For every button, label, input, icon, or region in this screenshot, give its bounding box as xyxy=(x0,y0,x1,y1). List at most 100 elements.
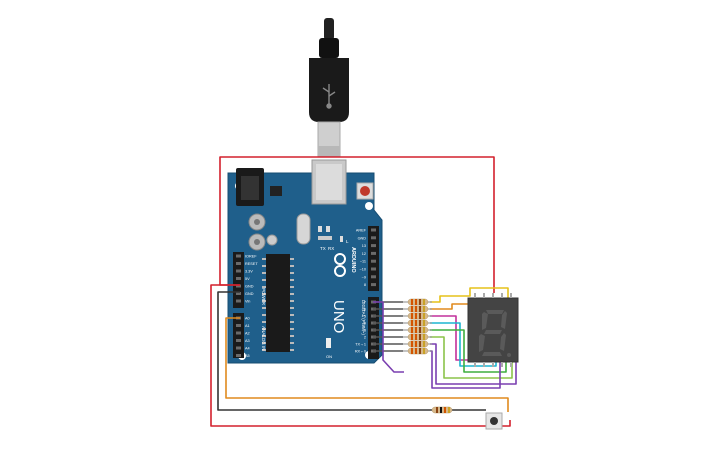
display-pin-top[interactable] xyxy=(510,293,512,298)
display-pin-top[interactable] xyxy=(474,293,476,298)
chip-pin xyxy=(262,321,266,323)
digital-pin-label: ~6 xyxy=(362,308,366,312)
resistor-5[interactable] xyxy=(403,326,432,334)
wire-seg-a[interactable] xyxy=(430,287,509,312)
led-l-label: L xyxy=(346,239,349,244)
analog-pin-3[interactable] xyxy=(236,339,241,342)
digital-pin-label: TX→1 xyxy=(355,343,366,347)
power-pin-5[interactable] xyxy=(236,292,241,295)
resistor-2[interactable] xyxy=(403,305,432,313)
power-pin-0[interactable] xyxy=(236,254,241,258)
seven-segment-display[interactable] xyxy=(467,293,519,367)
resistor-8[interactable] xyxy=(403,347,432,355)
digital-pin-top-1[interactable] xyxy=(371,236,376,240)
digital-pin-top-4[interactable] xyxy=(371,259,376,263)
resistor-1[interactable] xyxy=(403,298,432,306)
wire-seg-g[interactable] xyxy=(430,340,517,385)
crystal-oscillator xyxy=(296,213,311,245)
analog-pin-5[interactable] xyxy=(236,354,241,357)
chip-pin xyxy=(262,258,266,260)
pushbutton-cap[interactable] xyxy=(490,417,498,425)
model-label: UNO xyxy=(330,300,347,333)
wire-seg-d[interactable] xyxy=(430,322,497,367)
display-segments xyxy=(479,310,511,357)
analog-pin-1[interactable] xyxy=(236,324,241,327)
power-pin-label: 5V xyxy=(245,277,250,281)
display-pin-bottom[interactable] xyxy=(483,362,485,367)
capacitor-small xyxy=(266,234,278,246)
segment-e xyxy=(479,334,485,352)
usb-cable[interactable] xyxy=(309,18,349,157)
voltage-regulator xyxy=(270,186,282,196)
power-pin-3[interactable] xyxy=(236,277,241,280)
power-jack-socket xyxy=(241,176,259,200)
power-pin-1[interactable] xyxy=(236,262,241,265)
wire-seg-e[interactable] xyxy=(430,329,507,373)
digital-pin-label: ~9 xyxy=(362,275,366,279)
digital-pin-top-0[interactable] xyxy=(371,228,376,232)
chip-pin xyxy=(262,349,266,351)
power-pin-4[interactable] xyxy=(236,284,241,288)
display-pin-bottom[interactable] xyxy=(492,362,494,367)
display-pin-bottom[interactable] xyxy=(501,362,503,367)
resistor-array[interactable] xyxy=(403,298,432,355)
display-pin-bottom[interactable] xyxy=(474,362,476,367)
resistor-6[interactable] xyxy=(403,333,432,341)
pushbutton[interactable] xyxy=(485,412,503,430)
led-rx-label: RX xyxy=(328,246,334,251)
digital-pin-label: 12 xyxy=(362,252,366,256)
power-pin-2[interactable] xyxy=(236,269,241,273)
display-pin-bottom[interactable] xyxy=(510,362,512,367)
chip-pin xyxy=(290,300,294,302)
mounting-hole xyxy=(365,202,373,210)
analog-pin-label: A1 xyxy=(245,324,250,328)
arduino-uno-board[interactable]: TX RX L ON ARDUINO UNO IOREFRESET3.3V5VG… xyxy=(227,159,383,364)
chip-pin xyxy=(290,307,294,309)
wire-gnd-resistor[interactable] xyxy=(217,291,432,411)
power-pin-label: GND xyxy=(245,285,254,289)
chip-pin xyxy=(262,286,266,288)
power-pin-label: RESET xyxy=(245,262,258,266)
analog-pin-label: A0 xyxy=(245,317,250,321)
display-pin-top[interactable] xyxy=(483,293,485,298)
display-pin-top[interactable] xyxy=(492,293,494,298)
digital-pin-top-5[interactable] xyxy=(371,267,376,271)
digital-pin-top-2[interactable] xyxy=(371,244,376,248)
digital-pin-top-3[interactable] xyxy=(371,251,376,255)
display-pin-top[interactable] xyxy=(501,293,503,298)
resistor-3[interactable] xyxy=(403,312,432,320)
digital-pin-top-6[interactable] xyxy=(371,275,376,279)
resistor-4[interactable] xyxy=(403,319,432,327)
digital-pin-label: AREF xyxy=(356,229,367,233)
digital-pin-label: RX←0 xyxy=(355,350,366,354)
reset-button-cap[interactable] xyxy=(360,186,370,196)
wire-seg-f[interactable] xyxy=(430,336,513,379)
segment-dp xyxy=(507,353,511,357)
wire-a0-button[interactable] xyxy=(225,317,509,412)
digital-pin-label: 7 xyxy=(364,301,366,305)
usb-b-jack-inner xyxy=(316,164,342,200)
analog-pin-label: A4 xyxy=(245,347,250,351)
chip-pin xyxy=(262,335,266,337)
chip-pin xyxy=(262,342,266,344)
wire-5v-button[interactable] xyxy=(210,284,511,427)
chip-pin xyxy=(290,321,294,323)
chip-pin xyxy=(290,279,294,281)
chip-pin xyxy=(262,328,266,330)
chip-pin xyxy=(290,293,294,295)
digital-pin-label: ~5 xyxy=(362,315,366,319)
digital-pin-label: 4 xyxy=(364,322,366,326)
analog-pin-2[interactable] xyxy=(236,331,241,335)
resistor-7[interactable] xyxy=(403,340,432,348)
digital-pin-label: ~11 xyxy=(360,260,366,264)
digital-pin-top-7[interactable] xyxy=(371,283,376,287)
segment-c xyxy=(500,333,506,351)
analog-pin-4[interactable] xyxy=(236,346,241,350)
chip-pin xyxy=(290,265,294,267)
chip-pin xyxy=(262,314,266,316)
pulldown-resistor[interactable] xyxy=(431,406,453,414)
digital-header-top xyxy=(368,226,379,291)
power-pin-6[interactable] xyxy=(236,299,241,303)
brand-label: ARDUINO xyxy=(350,247,356,273)
